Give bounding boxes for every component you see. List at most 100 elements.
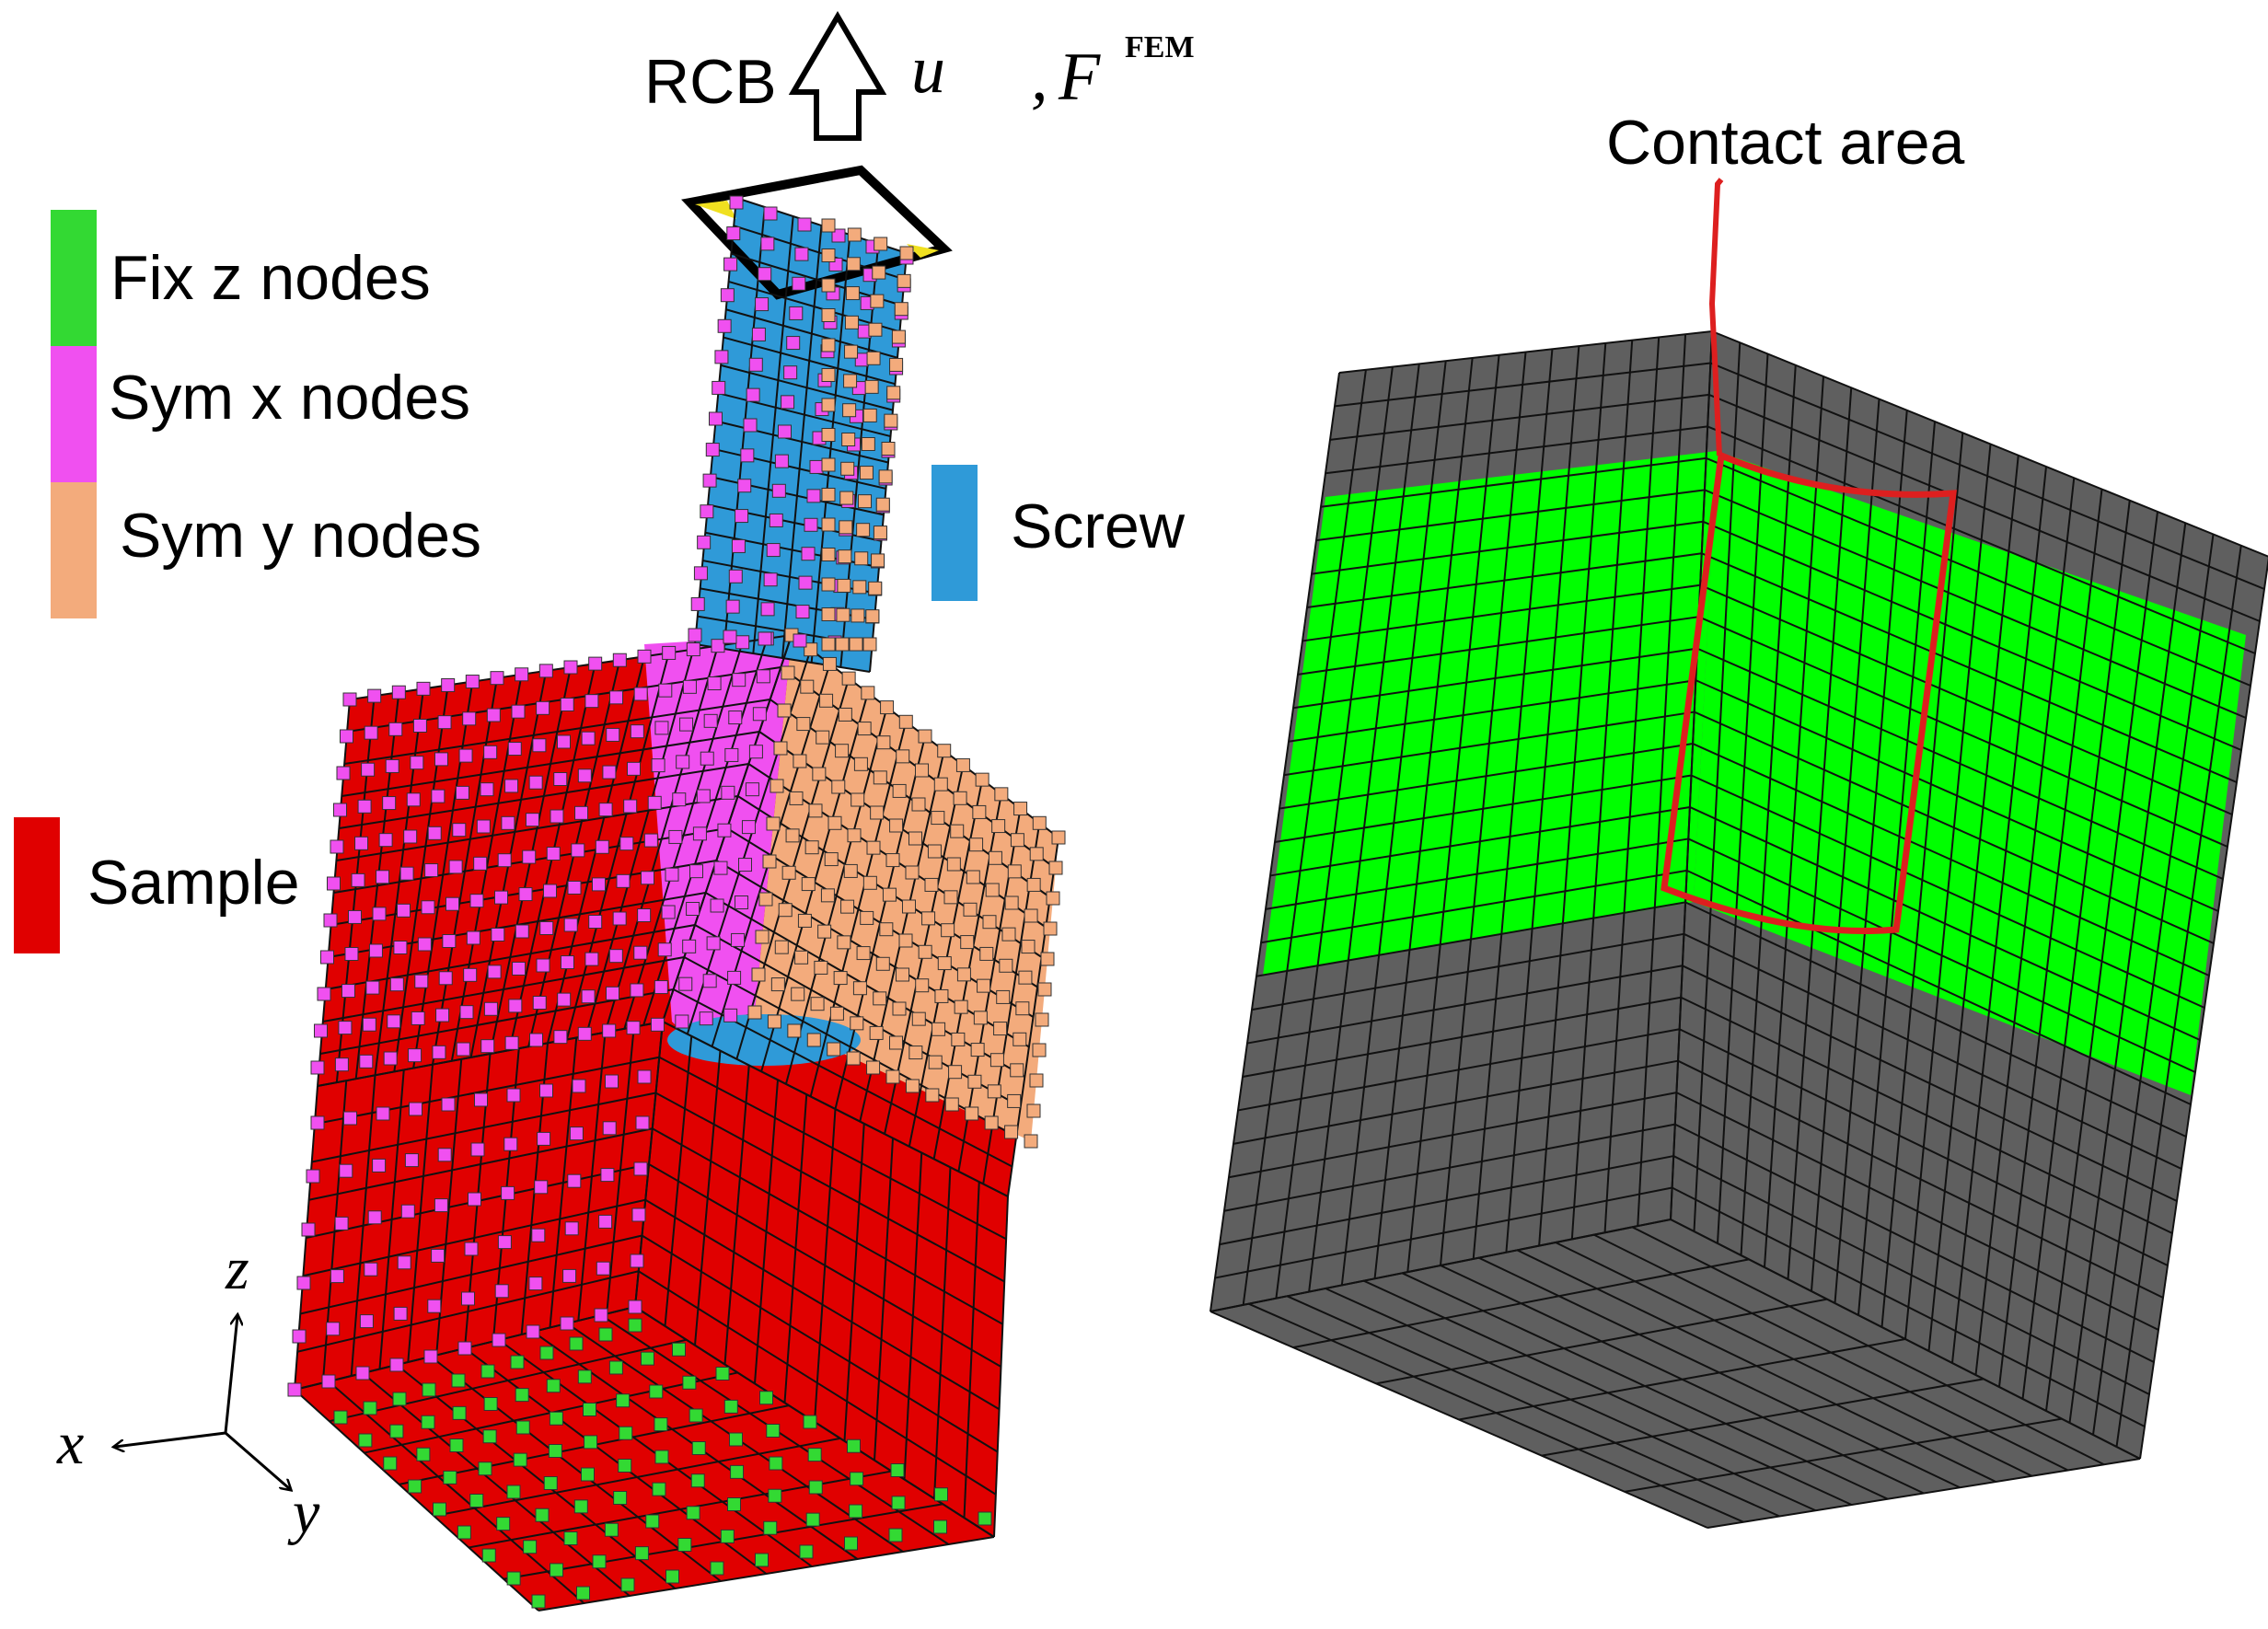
boundary-node: [807, 1448, 822, 1462]
boundary-node: [859, 466, 874, 480]
boundary-node: [729, 1432, 743, 1447]
boundary-node: [824, 852, 839, 867]
boundary-node: [652, 1482, 666, 1496]
boundary-node: [528, 775, 543, 790]
boundary-node: [723, 257, 738, 272]
boundary-node: [362, 1017, 376, 1032]
legend-swatch-sym-x: [51, 346, 97, 482]
boundary-node: [494, 1284, 509, 1299]
boundary-node: [801, 877, 816, 892]
force-symbol: F: [1058, 40, 1101, 115]
mesh-line: [1214, 1186, 1672, 1279]
boundary-node: [1007, 864, 1022, 879]
boundary-node: [872, 265, 886, 280]
boundary-node: [478, 1461, 492, 1476]
mesh-line: [1288, 679, 1696, 743]
boundary-node: [549, 1411, 563, 1426]
boundary-node: [871, 553, 885, 568]
boundary-node: [905, 1079, 920, 1093]
mesh-line: [396, 1364, 677, 1589]
boundary-node: [649, 1384, 664, 1399]
boundary-node: [899, 246, 914, 260]
boundary-node: [364, 1262, 378, 1277]
boundary-node: [755, 930, 770, 944]
boundary-node: [567, 1173, 582, 1188]
boundary-node: [511, 704, 526, 719]
mesh-line: [1458, 1338, 1906, 1421]
boundary-node: [576, 1586, 590, 1600]
boundary-node: [792, 276, 806, 291]
boundary-node: [735, 635, 750, 650]
boundary-node: [1051, 830, 1066, 845]
boundary-node: [483, 1397, 498, 1411]
boundary-node: [633, 1161, 648, 1176]
boundary-node: [915, 978, 930, 993]
boundary-node: [675, 1014, 689, 1029]
boundary-node: [606, 727, 620, 742]
mesh-line: [655, 1092, 1005, 1283]
boundary-node: [588, 915, 603, 929]
displacement-symbol: u: [911, 32, 945, 108]
boundary-node: [492, 1333, 506, 1347]
mesh-line: [1232, 1059, 1679, 1145]
legend-swatch-fix-z: [51, 210, 97, 346]
boundary-node: [411, 1011, 425, 1025]
boundary-node: [596, 1261, 610, 1276]
block-bottom-face: [1210, 1219, 2140, 1528]
mesh-line: [1325, 425, 1708, 475]
boundary-node: [416, 681, 431, 696]
boundary-node: [546, 1379, 561, 1393]
boundary-node: [918, 944, 932, 959]
boundary-node: [880, 700, 895, 715]
mesh-line: [1672, 1155, 2150, 1395]
mesh-line: [434, 1437, 841, 1518]
mesh-line: [1223, 1123, 1676, 1212]
boundary-node: [443, 1470, 457, 1485]
boundary-node: [602, 1121, 617, 1136]
boundary-node: [894, 302, 908, 317]
boundary-node: [967, 1074, 982, 1089]
boundary-node: [677, 1538, 692, 1552]
mesh-line: [1329, 393, 1709, 441]
boundary-node: [569, 1126, 584, 1141]
mesh-line: [328, 1381, 585, 1604]
boundary-node: [886, 386, 901, 400]
boundary-node: [777, 703, 792, 718]
boundary-node: [504, 1035, 519, 1050]
boundary-node: [870, 805, 885, 820]
boundary-node: [700, 504, 714, 519]
boundary-node: [686, 642, 700, 657]
boundary-node: [723, 1008, 738, 1022]
boundary-node: [654, 1450, 669, 1464]
boundary-node: [1021, 940, 1036, 954]
boundary-node: [626, 1021, 641, 1035]
boundary-node: [483, 1001, 498, 1016]
boundary-node: [763, 1520, 778, 1535]
boundary-node: [383, 1051, 398, 1066]
mesh-line: [694, 924, 1022, 1108]
boundary-node: [866, 1060, 881, 1075]
boundary-node: [760, 237, 775, 251]
boundary-node: [713, 861, 728, 875]
boundary-node: [662, 645, 677, 660]
boundary-node: [720, 288, 735, 303]
boundary-node: [602, 1023, 617, 1038]
boundary-node: [758, 892, 773, 907]
boundary-node: [693, 566, 708, 581]
legend-sample-label: Sample: [87, 848, 300, 918]
boundary-node: [323, 913, 338, 928]
mesh-line: [1265, 838, 1689, 910]
boundary-node: [829, 1006, 844, 1021]
boundary-node: [301, 1222, 316, 1237]
boundary-node: [943, 890, 958, 905]
boundary-node: [480, 1364, 495, 1379]
boundary-node: [846, 1051, 861, 1066]
boundary-node: [672, 1342, 686, 1357]
boundary-node: [762, 854, 777, 869]
boundary-node: [712, 380, 726, 395]
boundary-node: [796, 717, 811, 732]
boundary-node: [404, 1153, 419, 1168]
boundary-node: [793, 633, 807, 648]
boundary-node: [751, 967, 766, 982]
mesh-line: [1279, 743, 1694, 810]
